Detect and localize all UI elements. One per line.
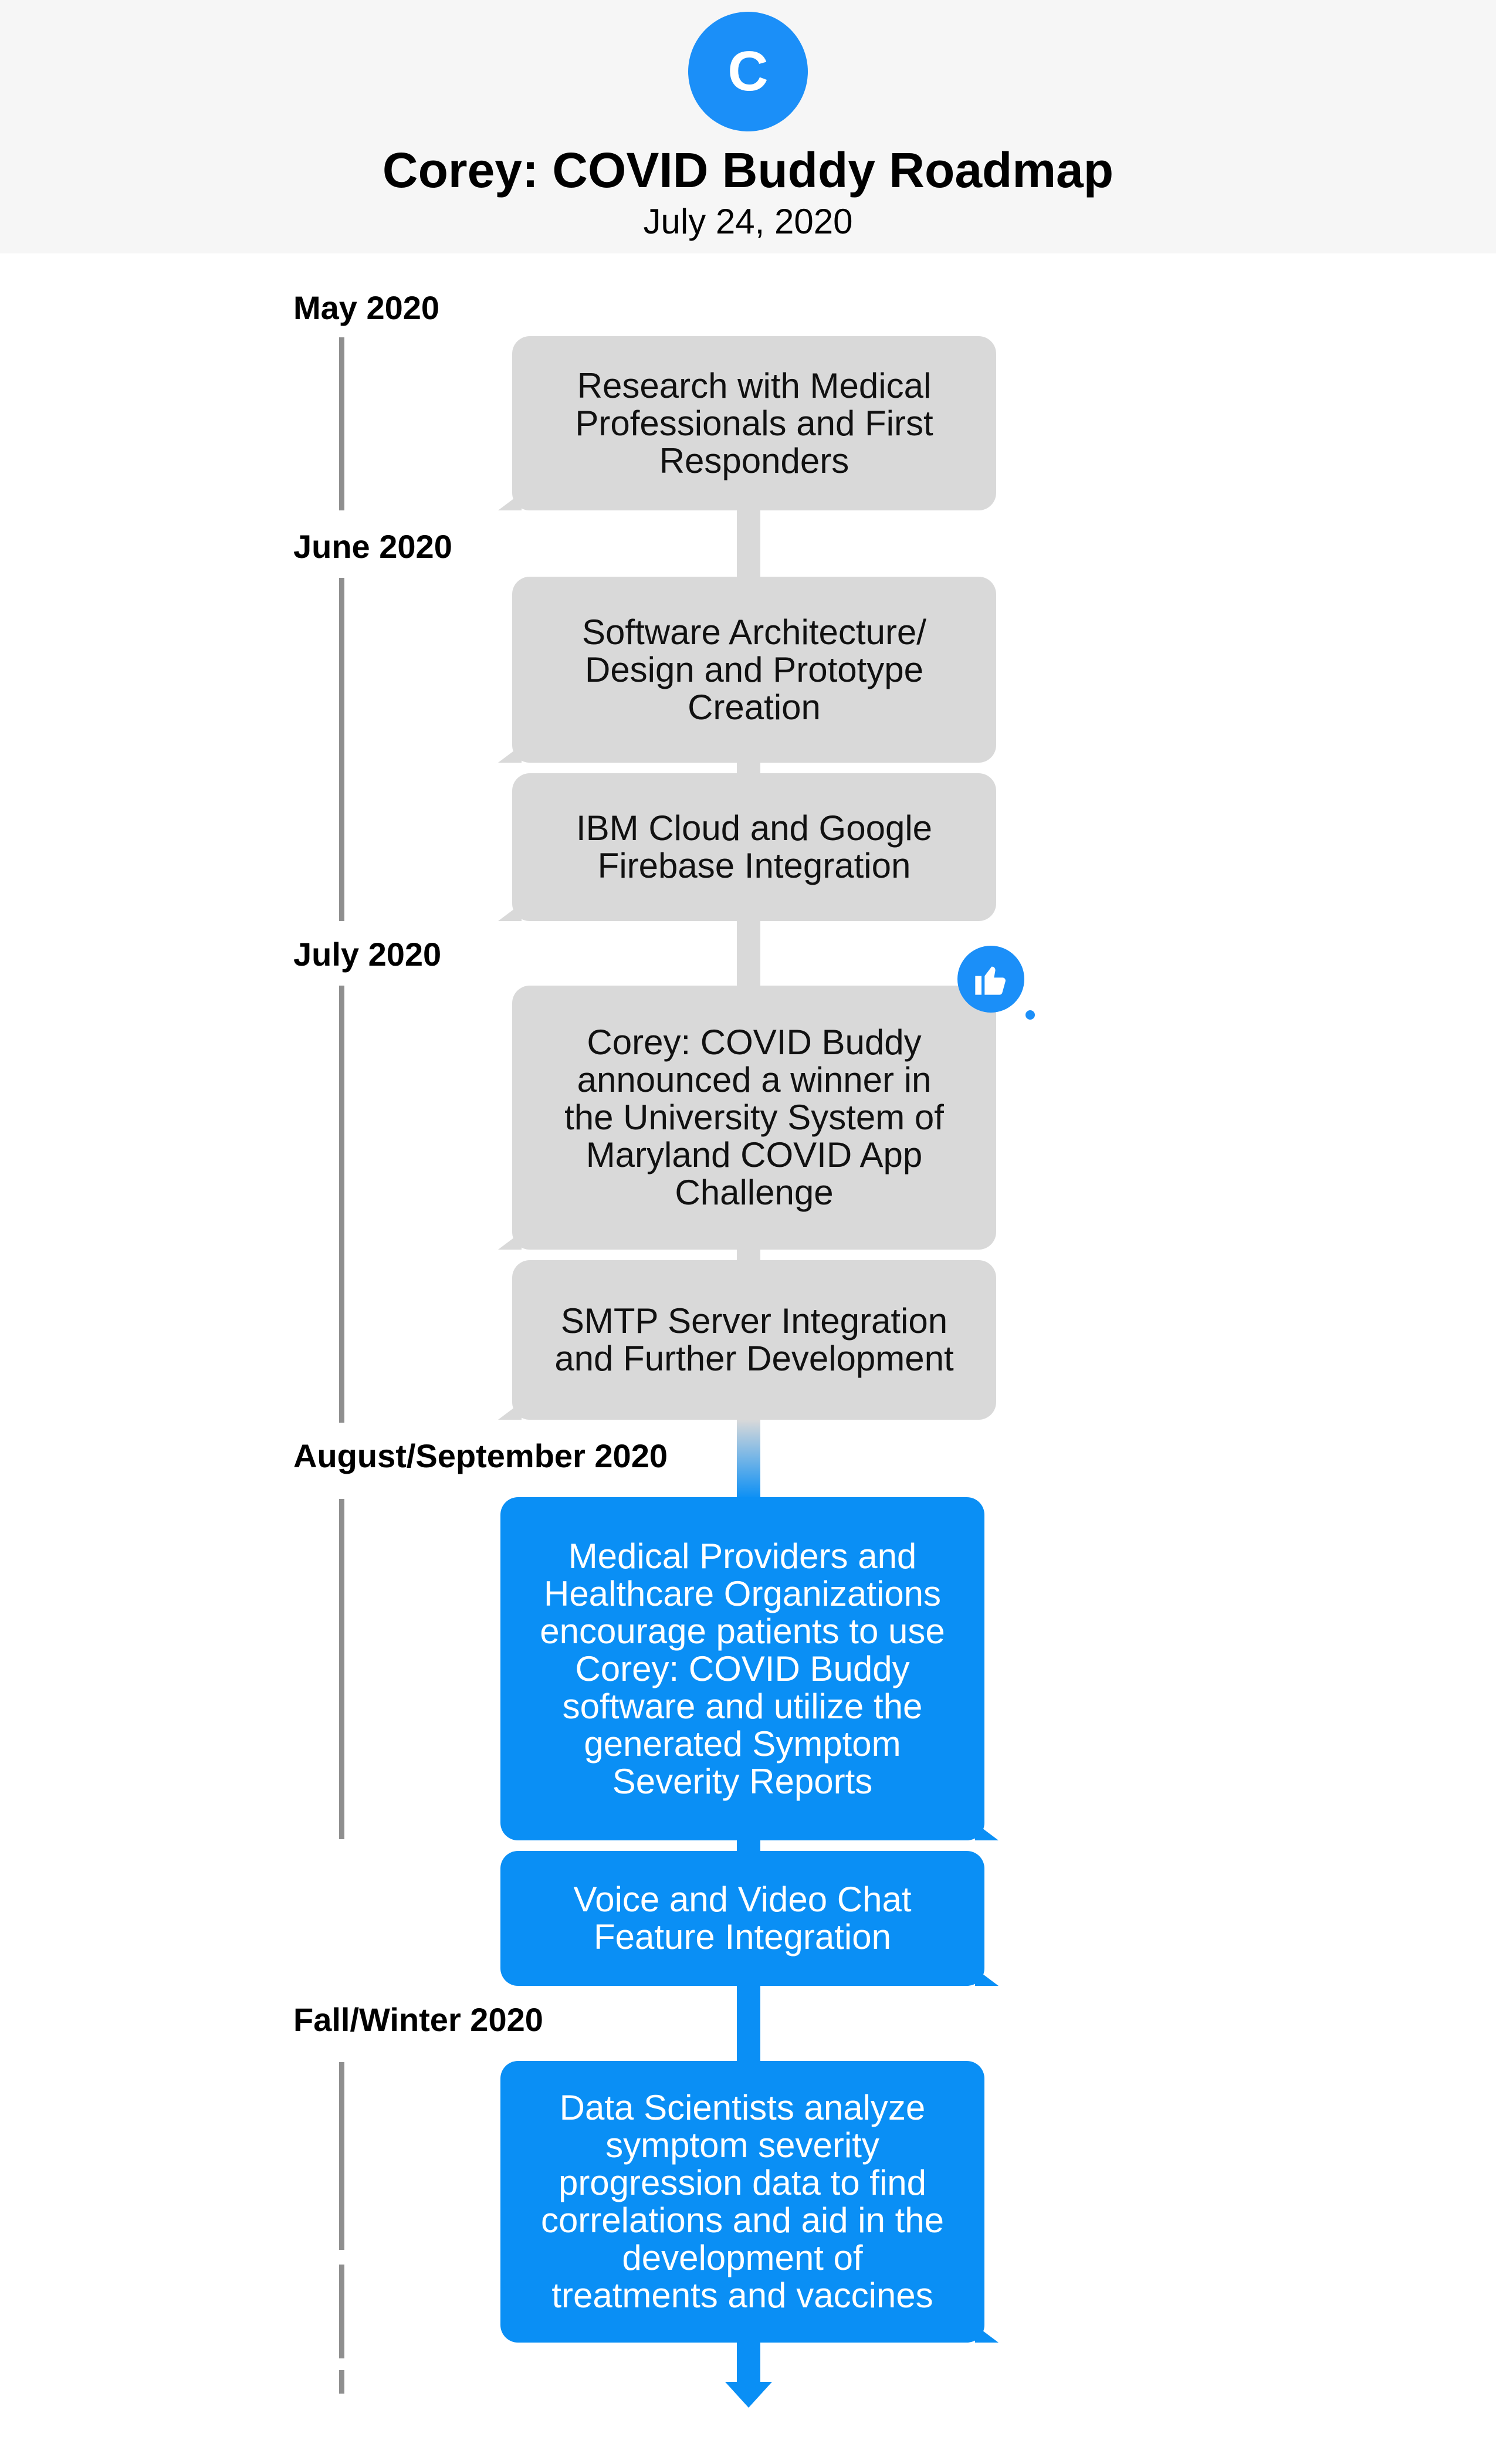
timeline-segment bbox=[339, 2370, 344, 2394]
month-label-may: May 2020 bbox=[293, 289, 440, 326]
roadmap-item-data-scientists: Data Scientists analyze symptom severity… bbox=[500, 2061, 999, 2343]
roadmap-item-text: Research with Medical Professionals and … bbox=[575, 365, 933, 480]
month-label-aug-sep: August/September 2020 bbox=[293, 1437, 668, 1474]
page-title: Corey: COVID Buddy Roadmap bbox=[382, 143, 1114, 198]
header: C Corey: COVID Buddy Roadmap July 24, 20… bbox=[0, 0, 1496, 253]
connector bbox=[737, 1250, 760, 1261]
roadmap-item-text: Corey: COVID Buddy announced a winner in… bbox=[564, 1023, 944, 1212]
timeline-segment bbox=[339, 337, 344, 510]
timeline-segment bbox=[339, 2265, 344, 2358]
page-date: July 24, 2020 bbox=[643, 202, 853, 241]
month-label-june: June 2020 bbox=[293, 528, 452, 565]
roadmap-item-smtp: SMTP Server Integration and Further Deve… bbox=[498, 1260, 996, 1420]
thumbs-up-icon bbox=[957, 946, 1024, 1013]
roadmap-item-text: Data Scientists analyze symptom severity… bbox=[540, 2088, 945, 2315]
roadmap-item-text: SMTP Server Integration and Further Deve… bbox=[554, 1301, 954, 1378]
roadmap-item-challenge-winner: Corey: COVID Buddy announced a winner in… bbox=[498, 986, 996, 1250]
avatar: C bbox=[688, 12, 808, 131]
roadmap-item-text: Medical Providers and Healthcare Organiz… bbox=[540, 1536, 945, 1801]
connector bbox=[737, 919, 760, 987]
connector bbox=[737, 2341, 760, 2385]
roadmap-item-voice-video: Voice and Video Chat Feature Integration bbox=[500, 1851, 999, 1986]
roadmap-item-research: Research with Medical Professionals and … bbox=[498, 336, 996, 510]
connector bbox=[737, 510, 760, 578]
month-label-fall-winter: Fall/Winter 2020 bbox=[293, 2001, 543, 2038]
roadmap-item-medical-providers: Medical Providers and Healthcare Organiz… bbox=[500, 1497, 999, 1840]
timeline-segment bbox=[339, 1499, 344, 1839]
timeline-segment bbox=[339, 2062, 344, 2250]
reaction-dot bbox=[1025, 1010, 1035, 1020]
arrow-down-icon bbox=[725, 2382, 772, 2408]
roadmap-item-text: Voice and Video Chat Feature Integration bbox=[573, 1880, 912, 1957]
connector bbox=[737, 1420, 760, 1499]
roadmap-item-text: IBM Cloud and Google Firebase Integratio… bbox=[576, 808, 933, 885]
month-label-july: July 2020 bbox=[293, 936, 442, 973]
roadmap-item-architecture: Software Architecture/ Design and Protot… bbox=[498, 577, 996, 763]
connector bbox=[737, 1986, 760, 2062]
timeline-segment bbox=[339, 986, 344, 1423]
timeline-segment bbox=[339, 578, 344, 921]
roadmap-item-text: Software Architecture/ Design and Protot… bbox=[582, 612, 926, 727]
avatar-letter: C bbox=[727, 40, 769, 103]
roadmap-item-cloud-integration: IBM Cloud and Google Firebase Integratio… bbox=[498, 773, 996, 921]
connector bbox=[737, 763, 760, 774]
